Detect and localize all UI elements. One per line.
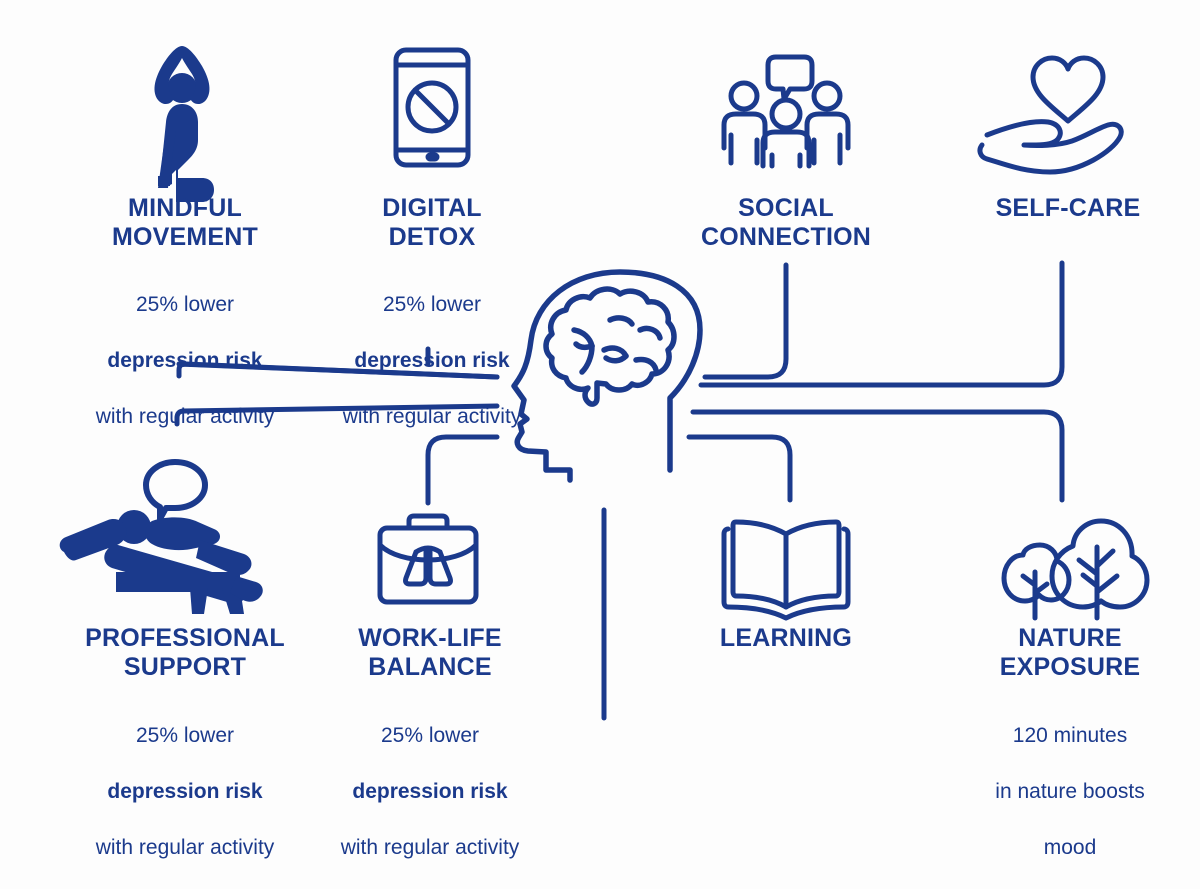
speech-bubble bbox=[765, 54, 815, 102]
small-tree-branch-1 bbox=[1020, 573, 1038, 588]
brain-fold-6 bbox=[603, 353, 629, 364]
therapy-couch-icon bbox=[59, 459, 263, 614]
phone-body bbox=[393, 47, 471, 168]
connector-social-connection bbox=[702, 262, 789, 380]
person-center-head bbox=[769, 97, 803, 131]
big-tree-branch-2 bbox=[1094, 548, 1116, 569]
couch-backrest bbox=[59, 518, 127, 561]
person-right-body bbox=[804, 111, 851, 151]
big-tree-branch-3 bbox=[1094, 573, 1120, 595]
open-hand-shape bbox=[977, 119, 1124, 175]
briefcase-clasp-top bbox=[413, 545, 443, 555]
briefcase-body bbox=[377, 525, 479, 605]
person-right-head bbox=[811, 80, 843, 112]
briefcase-icon bbox=[377, 513, 479, 605]
yoga-lower-leg-path bbox=[158, 176, 170, 186]
phone-home-button bbox=[425, 152, 440, 162]
brain-fold-4 bbox=[607, 315, 635, 327]
connector-lines bbox=[174, 260, 1065, 721]
big-tree-branch-1 bbox=[1076, 557, 1100, 577]
brain-fold-8 bbox=[633, 356, 659, 373]
book-right-page bbox=[783, 519, 842, 610]
book-cover-outline bbox=[721, 526, 851, 621]
head-outline-path bbox=[511, 269, 703, 483]
yoga-standing-leg-path bbox=[158, 130, 176, 188]
briefcase-handle bbox=[406, 513, 450, 531]
big-tree-branch-4 bbox=[1080, 572, 1100, 589]
yoga-pose-icon bbox=[154, 46, 214, 202]
no-entry-circle bbox=[405, 80, 459, 134]
brain-outline-path bbox=[543, 286, 677, 407]
connector-learning bbox=[686, 434, 793, 503]
desc-line-3: with regular activity bbox=[95, 835, 275, 859]
couch-footrest bbox=[230, 576, 263, 602]
trees-icon bbox=[1001, 518, 1150, 621]
yoga-arms-path bbox=[154, 46, 210, 105]
no-entry-slash bbox=[412, 87, 452, 127]
connector-mindful-movement-elbow bbox=[176, 361, 500, 380]
book-left-page bbox=[730, 519, 789, 610]
briefcase-clasp-left bbox=[403, 549, 429, 587]
connector-nature-exposure bbox=[690, 409, 1065, 503]
brain-fold-7 bbox=[637, 325, 663, 341]
therapy-speech-bubble bbox=[143, 459, 208, 522]
connector-work-life-balance bbox=[425, 434, 500, 506]
person-left-body bbox=[721, 111, 768, 151]
patient-legs bbox=[196, 540, 252, 576]
yoga-torso-leg-path bbox=[160, 104, 214, 202]
yoga-head bbox=[167, 73, 197, 103]
small-tree-crown bbox=[1001, 542, 1072, 604]
couch-base bbox=[116, 572, 240, 592]
head-brain-icon bbox=[511, 269, 703, 483]
heart-shape bbox=[1030, 55, 1106, 124]
desc-line-3: with regular activity bbox=[340, 835, 520, 859]
person-center-body bbox=[760, 129, 812, 169]
infographic-canvas: MINDFUL MOVEMENT 25% lower depression ri… bbox=[59, 46, 1150, 859]
couch-leg-left bbox=[190, 588, 208, 614]
people-speech-bubble-icon bbox=[721, 54, 851, 169]
brain-fold-3 bbox=[579, 343, 595, 375]
phone-no-entry-icon bbox=[393, 47, 471, 168]
person-left-head bbox=[728, 80, 760, 112]
open-book-icon bbox=[721, 519, 851, 621]
heart-in-hand-icon bbox=[977, 55, 1124, 175]
connector-self-care bbox=[698, 260, 1065, 388]
briefcase-clasp-right bbox=[427, 549, 453, 587]
big-tree-crown bbox=[1049, 518, 1150, 610]
desc-line-3: mood bbox=[1043, 835, 1097, 859]
small-tree-branch-2 bbox=[1032, 581, 1050, 596]
